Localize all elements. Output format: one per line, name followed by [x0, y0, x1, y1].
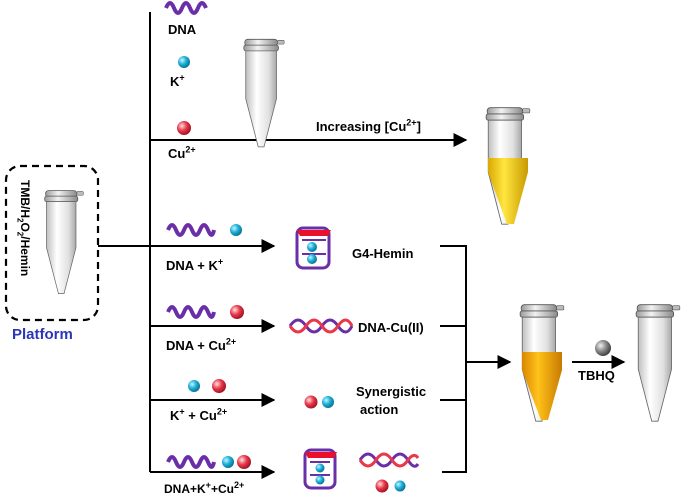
- k-ion-row3: [188, 380, 200, 392]
- dna-cu-helix-icon: [288, 318, 354, 334]
- cu-ion-row4-product: [375, 479, 389, 493]
- label-g4-hemin: G4-Hemin: [352, 246, 414, 261]
- platform-tube-label: TMB/H2O2/Hemin: [15, 180, 32, 277]
- label-cu-top: Cu2+: [168, 144, 196, 161]
- dna-strand-row1: [166, 223, 216, 237]
- k-ion-row4-product: [394, 480, 406, 492]
- cu-ion-synergy: [304, 395, 318, 409]
- tube-orange: [519, 304, 565, 422]
- label-dna-k: DNA + K+: [166, 256, 224, 273]
- k-ion-row4: [222, 456, 234, 468]
- label-dna-cu-ii: DNA-Cu(II): [358, 320, 424, 335]
- k-ion-row1: [230, 224, 242, 236]
- cu-ion-row2: [230, 305, 244, 319]
- label-k-cu: K+ + Cu2+: [170, 406, 228, 423]
- dna-strand-row4: [166, 455, 216, 469]
- tbhq-molecule: [595, 340, 611, 356]
- tube-yellow: [485, 107, 531, 225]
- dna-strand-row2: [166, 305, 216, 319]
- label-action: action: [360, 402, 399, 417]
- platform-label: Platform: [12, 326, 73, 343]
- platform-tube: [44, 190, 84, 295]
- cu-ion-row3: [212, 379, 226, 393]
- dna-strand-top: [164, 1, 208, 15]
- cu-ion-top: [177, 121, 191, 135]
- g4-hemin-icon: [295, 226, 331, 270]
- label-increasing-cu: Increasing [Cu2+]: [316, 117, 421, 134]
- tube-empty-top: [243, 38, 285, 148]
- cu-ion-row4: [237, 455, 251, 469]
- tube-final-clear: [635, 304, 681, 422]
- label-synergistic: Synergistic: [356, 384, 427, 399]
- k-ion-synergy: [322, 396, 334, 408]
- k-ion-top: [178, 56, 190, 68]
- label-dna-cu: DNA + Cu2+: [166, 336, 237, 353]
- label-k-top: K+: [170, 72, 185, 89]
- label-dna-k-cu: DNA+K++Cu2+: [164, 480, 245, 497]
- label-tbhq: TBHQ: [578, 368, 615, 383]
- label-dna-top: DNA: [168, 22, 197, 37]
- dna-cu-helix-icon-row4: [358, 452, 420, 468]
- g4-hemin-icon-row4: [303, 448, 337, 490]
- platform-box: [4, 164, 100, 322]
- connector-lines: [98, 12, 626, 479]
